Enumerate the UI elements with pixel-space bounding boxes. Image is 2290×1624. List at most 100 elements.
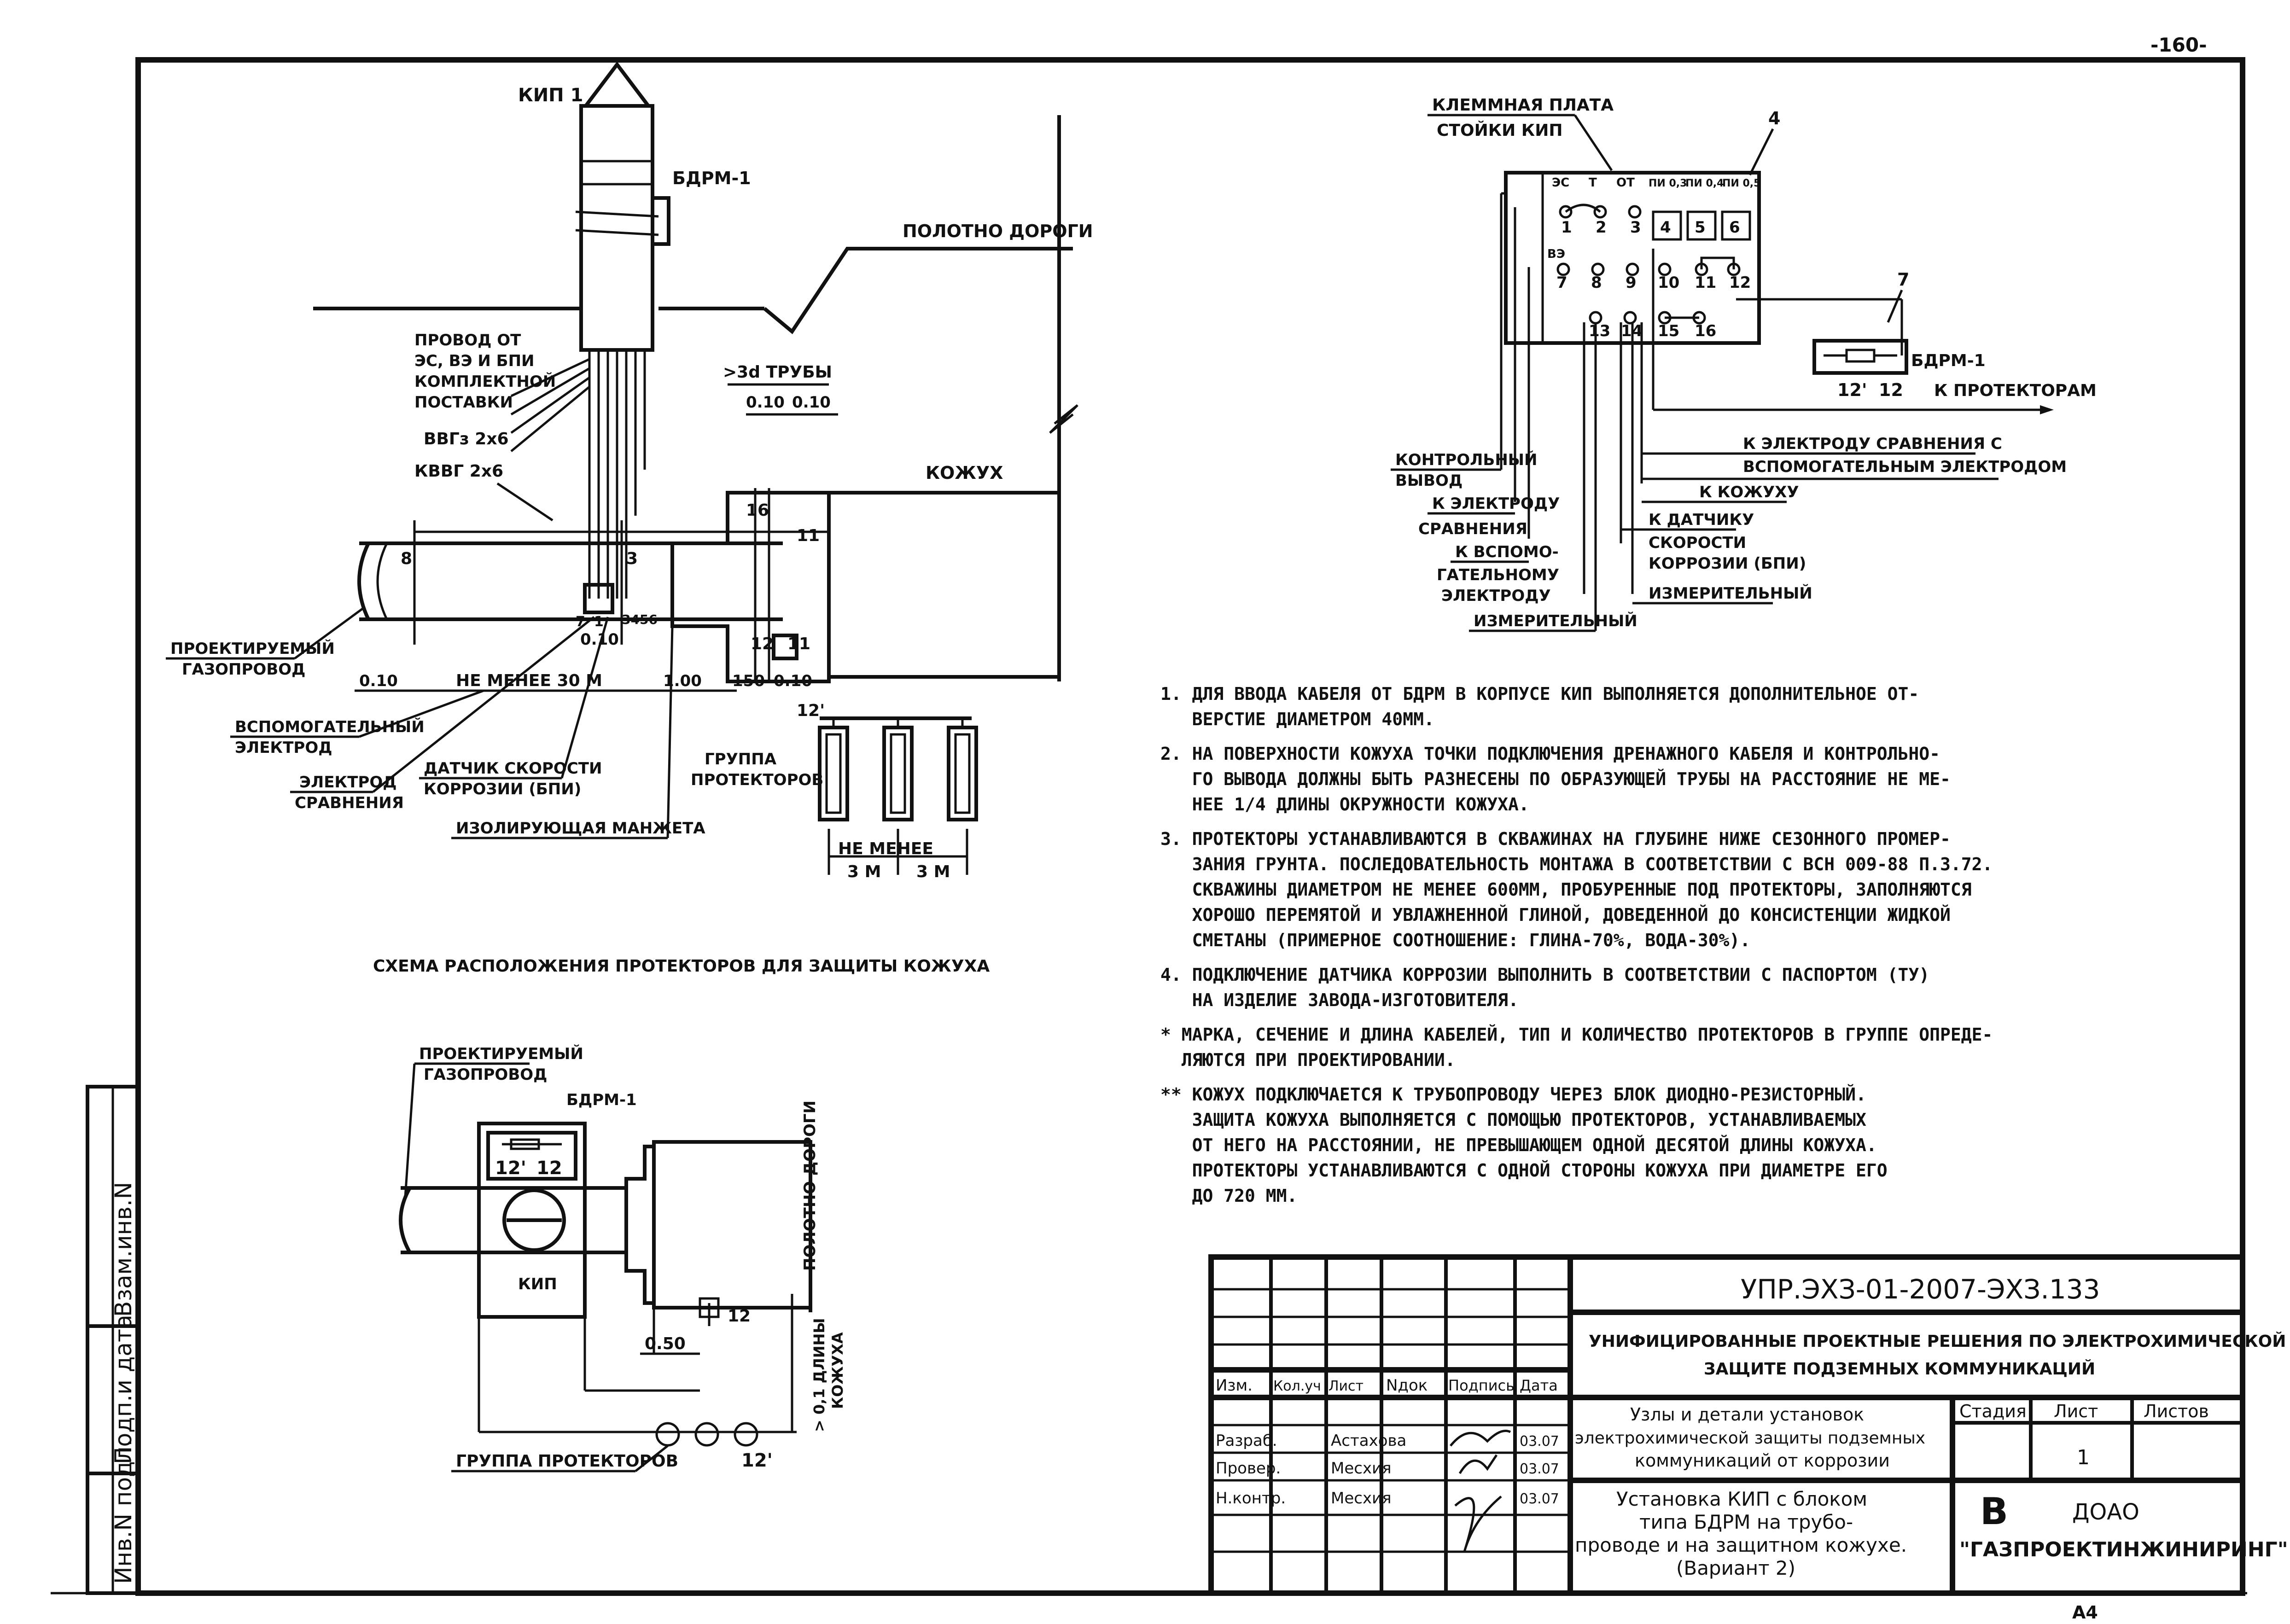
- signature-prover: [1458, 1454, 1498, 1474]
- tb-company-1: ДОАО: [2072, 1499, 2139, 1525]
- tb-prover-name: Месхия: [1331, 1459, 1392, 1478]
- cable-vvg: ВВГз 2х6: [424, 430, 509, 448]
- tb-sheet-4: (Вариант 2): [1676, 1557, 1795, 1579]
- casing: [670, 488, 1059, 683]
- terminal-8: 8: [401, 549, 412, 568]
- tb-razrab-date: 03.07: [1520, 1433, 1559, 1449]
- dim-010-e: 0.10: [774, 672, 812, 690]
- note-line-4: НЕЕ 1/4 ДЛИНЫ ОКРУЖНОСТИ КОЖУХА.: [1160, 794, 1529, 815]
- aux-electrode-2: ЭЛЕКТРОД: [235, 739, 332, 757]
- tb-section-1: Узлы и детали установок: [1630, 1404, 1864, 1425]
- ground-line: [313, 115, 1078, 681]
- to-protectors: К ПРОТЕКТОРАМ: [1934, 381, 2097, 400]
- control-lead-1: КОНТРОЛЬНЫЙ: [1395, 450, 1537, 469]
- terminal-plate-scheme: КЛЕММНАЯ ПЛАТА СТОЙКИ КИП 4 ЭС Т ОТ ПИ 0…: [1391, 96, 2097, 632]
- dim-100: 1.00: [663, 672, 702, 690]
- signature-razrab: [1450, 1430, 1511, 1447]
- plate-t11: 11: [1695, 274, 1716, 292]
- kip-label: КИП 1: [518, 85, 583, 106]
- tb-section-2: электрохимической защиты подземных: [1575, 1429, 1925, 1448]
- plate-t12: 12: [1729, 274, 1751, 292]
- plate-t2: 2: [1596, 218, 1607, 237]
- tb-stage: Стадия: [1959, 1401, 2027, 1421]
- note-line-7: СКВАЖИНЫ ДИАМЕТРОМ НЕ МЕНЕЕ 600ММ, ПРОБУ…: [1160, 879, 1972, 900]
- wires-label-3: КОМПЛЕКТНОЙ: [414, 372, 556, 391]
- cuff-label: ИЗОЛИРУЮЩАЯ МАНЖЕТА: [456, 819, 705, 838]
- protector-group-label-1: ГРУППА: [705, 750, 777, 768]
- ref-electrode-2: СРАВНЕНИЯ: [295, 794, 404, 812]
- plan-bdrm: БДРМ-1: [566, 1091, 637, 1109]
- to-aux-3: ЭЛЕКТРОДУ: [1441, 587, 1551, 605]
- terminal-3: 3: [626, 549, 638, 568]
- side-stamp: Инв.N подл. Подп.и дата Взам.инв.N: [86, 1085, 140, 1595]
- plate-title-1: КЛЕММНАЯ ПЛАТА: [1432, 96, 1614, 115]
- to-ref-2: СРАВНЕНИЯ: [1418, 520, 1527, 538]
- sensor-label-1: ДАТЧИК СКОРОСТИ: [424, 759, 602, 778]
- tb-nkontr: Н.контр.: [1216, 1489, 1286, 1508]
- plate-h-pi03: ПИ 0,3: [1649, 178, 1687, 189]
- terminal-1: 1: [594, 614, 604, 630]
- plan-dim-casing-1: > 0,1 ДЛИНЫ: [810, 1318, 828, 1432]
- note-line-14: ** КОЖУХ ПОДКЛЮЧАЕТСЯ К ТРУБОПРОВОДУ ЧЕР…: [1160, 1084, 1866, 1105]
- measuring-b: ИЗМЕРИТЕЛЬНЫЙ: [1649, 584, 1812, 603]
- to-sensor-2: СКОРОСТИ: [1649, 534, 1746, 552]
- tb-section-3: коммуникаций от коррозии: [1635, 1450, 1890, 1471]
- plan-caption: СХЕМА РАСПОЛОЖЕНИЯ ПРОТЕКТОРОВ ДЛЯ ЗАЩИТ…: [373, 957, 990, 976]
- tb-col-data: Дата: [1520, 1377, 1558, 1394]
- plan-protectors: ГРУППА ПРОТЕКТОРОВ: [456, 1452, 678, 1471]
- note-line-13: ЛЯЮТСЯ ПРИ ПРОЕКТИРОВАНИИ.: [1160, 1050, 1456, 1070]
- tb-code: УПР.ЭХЗ-01-2007-ЭХЗ.133: [1741, 1274, 2100, 1305]
- tb-series-2: ЗАЩИТЕ ПОДЗЕМНЫХ КОММУНИКАЦИЙ: [1704, 1359, 2095, 1379]
- tb-col-ndok: Nдок: [1386, 1376, 1428, 1395]
- note-line-0: 1. ДЛЯ ВВОДА КАБЕЛЯ ОТ БДРМ В КОРПУСЕ КИ…: [1160, 684, 1919, 704]
- note-line-3: ГО ВЫВОДА ДОЛЖНЫ БЫТЬ РАЗНЕСЕНЫ ПО ОБРАЗ…: [1160, 769, 1951, 789]
- main-section-view: КИП 1 БДРМ-1 ПОЛОТНО ДОРОГИ ПРОВОД ОТ ЭС…: [166, 61, 1093, 881]
- side-stamp-vzam: Взам.инв.N: [110, 1182, 137, 1317]
- gas-pipe-label-2: ГАЗОПРОВОД: [182, 660, 305, 679]
- side-stamp-inv: Инв.N подл.: [110, 1439, 137, 1584]
- tb-prover: Провер.: [1216, 1459, 1281, 1478]
- plan-road: ПОЛОТНО ДОРОГИ: [801, 1100, 819, 1271]
- plate-t10: 10: [1658, 274, 1679, 292]
- plan-view: СХЕМА РАСПОЛОЖЕНИЯ ПРОТЕКТОРОВ ДЛЯ ЗАЩИТ…: [373, 957, 990, 1473]
- kip-post: [575, 61, 670, 599]
- tb-list: Лист: [2054, 1401, 2098, 1421]
- to-casing: К КОЖУХУ: [1699, 483, 1799, 501]
- tb-company-2: "ГАЗПРОЕКТИНЖИНИРИНГ": [1959, 1538, 2288, 1561]
- tb-series-1: УНИФИЦИРОВАННЫЕ ПРОЕКТНЫЕ РЕШЕНИЯ ПО ЭЛЕ…: [1589, 1332, 2286, 1351]
- plate-h-t: Т: [1589, 176, 1597, 190]
- plan-dim-050: 0.50: [645, 1334, 686, 1353]
- plate-t1: 1: [1561, 218, 1572, 237]
- plate-h-pi05: ПИ 0,5: [1722, 178, 1760, 189]
- plate-t13: 13: [1589, 322, 1610, 340]
- sensor-label-2: КОРРОЗИИ (БПИ): [424, 780, 581, 798]
- to-ref-1: К ЭЛЕКТРОДУ: [1432, 495, 1560, 513]
- tb-sheet-3: проводе и на защитном кожухе.: [1575, 1534, 1907, 1556]
- cable-kvvg: КВВГ 2х6: [414, 462, 503, 481]
- tb-col-podpis: Подпись: [1448, 1377, 1515, 1394]
- plate-t8: 8: [1591, 274, 1602, 292]
- plate-vz: ВЭ: [1547, 247, 1565, 261]
- wires-label-1: ПРОВОД ОТ: [414, 331, 521, 349]
- tb-razrab-name: Астахова: [1331, 1432, 1406, 1450]
- plate-bdrm: БДРМ-1: [1911, 351, 1986, 370]
- plate-row-3: 13 14 15 16: [1589, 311, 1716, 340]
- note-line-16: ОТ НЕГО НА РАССТОЯНИИ, НЕ ПРЕВЫШАЮЩЕМ ОД…: [1160, 1135, 1877, 1155]
- tb-sheet-1: Установка КИП с блоком: [1616, 1488, 1867, 1510]
- dim-150: 150: [732, 672, 765, 690]
- tb-razrab: Разраб.: [1216, 1432, 1277, 1450]
- road-label: ПОЛОТНО ДОРОГИ: [903, 221, 1093, 241]
- tb-lists: Листов: [2144, 1401, 2209, 1421]
- notes: 1. ДЛЯ ВВОДА КАБЕЛЯ ОТ БДРМ В КОРПУСЕ КИ…: [1160, 684, 1993, 1206]
- plate-title-2: СТОЙКИ КИП: [1437, 121, 1562, 140]
- signature-nkontr: [1454, 1496, 1502, 1552]
- to-aux-1: К ВСПОМО-: [1455, 543, 1559, 561]
- note-line-15: ЗАЩИТА КОЖУХА ВЫПОЛНЯЕТСЯ С ПОМОЩЬЮ ПРОТ…: [1160, 1110, 1866, 1130]
- plate-t4: 4: [1660, 218, 1671, 237]
- note-line-5: 3. ПРОТЕКТОРЫ УСТАНАВЛИВАЮТСЯ В СКВАЖИНА…: [1160, 829, 1951, 849]
- aux-electrode-1: ВСПОМОГАТЕЛЬНЫЙ: [235, 717, 425, 736]
- plan-dim-casing-2: КОЖУХА: [829, 1332, 846, 1409]
- note-line-18: ДО 720 ММ.: [1160, 1186, 1297, 1206]
- callout-7: 7: [1897, 269, 1909, 290]
